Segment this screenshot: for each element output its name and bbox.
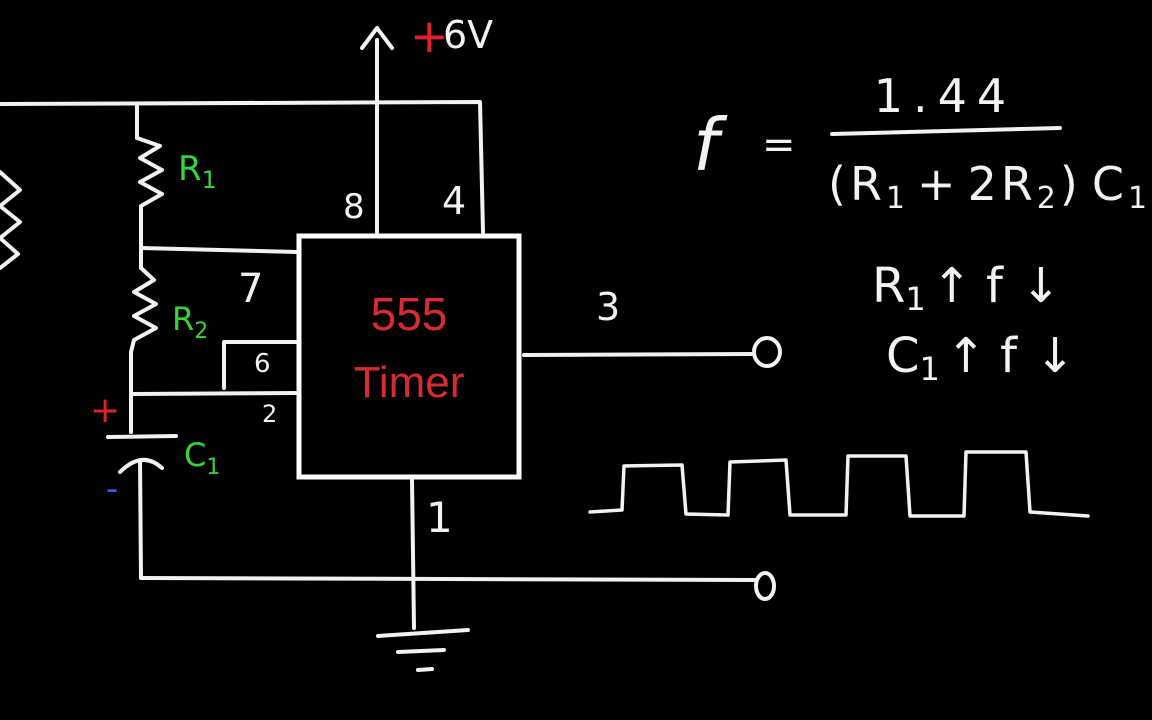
fraction-bar xyxy=(830,126,1062,136)
label-c1: C1 xyxy=(184,436,220,480)
square-wave xyxy=(588,450,1090,518)
chip-555 xyxy=(296,233,522,480)
ground-rail-wire xyxy=(139,576,757,582)
top-rail-wire xyxy=(0,100,485,234)
label-r2: R2 xyxy=(172,300,208,344)
capacitor-minus: - xyxy=(106,469,118,509)
formula-equals: = xyxy=(762,122,796,168)
ground-terminal xyxy=(754,571,776,601)
resistor-r1 xyxy=(135,136,164,214)
supply-plus: + xyxy=(410,9,449,63)
supply-arrow xyxy=(360,26,394,50)
pin6-wire xyxy=(222,340,299,390)
pin-4: 4 xyxy=(442,179,466,223)
cap-lead-bottom xyxy=(138,458,143,580)
partial-resistor xyxy=(0,170,22,270)
formula-denominator: (R1+2R2)C1 xyxy=(828,157,1151,216)
ground-line-1 xyxy=(376,628,470,638)
formula-lhs: f xyxy=(693,103,728,187)
output-wire xyxy=(522,352,754,357)
cap-plate-top xyxy=(106,434,178,439)
output-terminal xyxy=(752,336,782,368)
pin-8: 8 xyxy=(343,187,365,227)
relation-c1: C1↑f↓ xyxy=(886,328,1075,388)
formula-numerator: 1.44 xyxy=(874,69,1016,123)
wires xyxy=(0,26,782,672)
relation-r1: R1↑f↓ xyxy=(872,258,1061,318)
pin-2: 2 xyxy=(262,400,277,428)
pin7-wire xyxy=(139,246,299,254)
pin-7: 7 xyxy=(238,266,263,312)
resistor-r2 xyxy=(129,266,158,354)
pin-1: 1 xyxy=(426,493,453,542)
pin-3: 3 xyxy=(596,285,620,329)
chip-label-555: 555 xyxy=(371,288,448,340)
label-r1: R1 xyxy=(178,149,217,194)
ground-line-2 xyxy=(396,648,446,654)
chip-label-timer: Timer xyxy=(354,358,465,407)
capacitor-plus: + xyxy=(90,390,120,431)
pin1-wire xyxy=(410,478,416,630)
pin-6: 6 xyxy=(254,349,271,379)
supply-value: 6V xyxy=(443,13,493,57)
ground-line-3 xyxy=(416,667,434,672)
pin2-wire xyxy=(129,391,299,396)
